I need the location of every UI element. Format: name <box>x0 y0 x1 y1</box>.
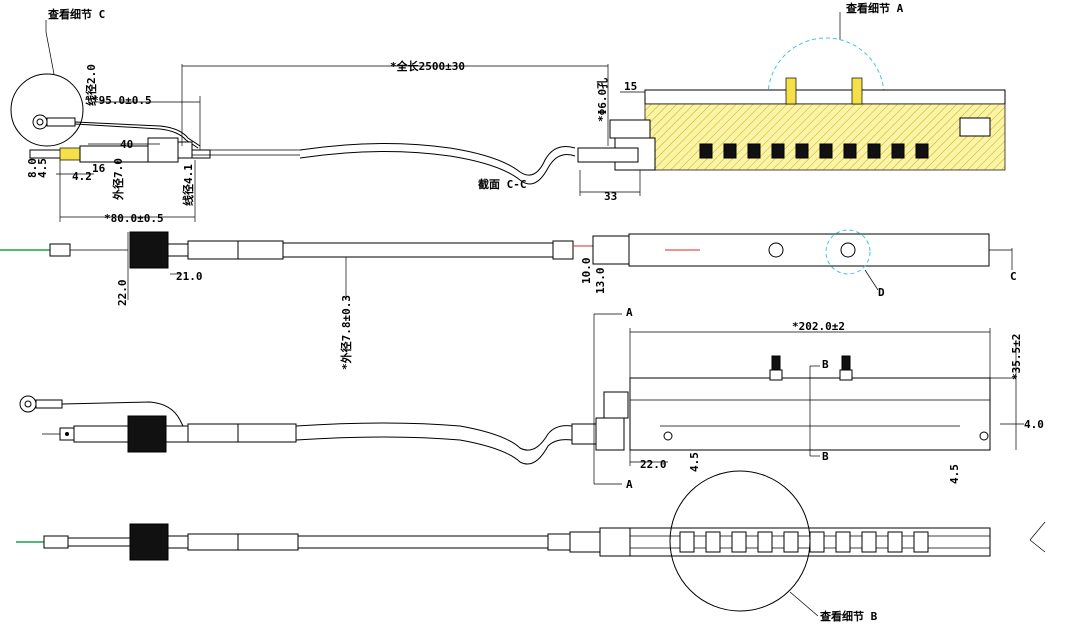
cable-top-view: *全长2500±30 截面 C-C <box>181 59 609 191</box>
callout-b-bottom: B <box>822 450 829 463</box>
knob-row2 <box>129 231 169 269</box>
detail-c-view: 查看细节 C 线径2.0 *95.0±0.5 40 8.0 4.5 16 4.2… <box>10 7 300 225</box>
dim-10: 10.0 <box>580 258 593 285</box>
dim-22: 22.0 <box>116 280 129 307</box>
dim-outer-dia-7: 外径7.0 <box>111 158 125 201</box>
dim-40: 40 <box>120 138 133 151</box>
callout-a-bottom: A <box>626 478 633 491</box>
dim-21: 21.0 <box>176 270 203 283</box>
dim-95: *95.0±0.5 <box>92 94 152 107</box>
dim-total-length: *全长2500±30 <box>390 59 465 73</box>
coil-elements <box>699 143 929 159</box>
detail-b-circle <box>669 470 811 612</box>
dim-wire-dia-2: 线径2.0 <box>84 64 98 106</box>
pin-tip <box>59 147 81 161</box>
detail-a-label: 查看细节 A <box>846 1 904 15</box>
callout-c: C <box>1010 270 1017 283</box>
housing-section <box>644 103 1006 171</box>
knob-row4 <box>129 523 169 561</box>
coil-elements-row4 <box>679 531 929 553</box>
stud-2 <box>851 77 863 105</box>
dim-4-0: 4.0 <box>1024 418 1044 431</box>
callout-d: D <box>878 286 885 299</box>
dim-33: 33 <box>604 190 617 203</box>
detail-c-label: 查看细节 C <box>48 7 105 21</box>
side-view-row3: A A *202.0±2 *35.5±2 4.0 B B 22.0 4.5 4.… <box>19 306 1044 491</box>
detail-c-circle <box>10 73 84 147</box>
dim-4-5c: 4.5 <box>948 464 961 484</box>
dim-outer-dia-7-8: *外径7.8±0.3 <box>339 295 353 370</box>
dim-4-5b: 4.5 <box>688 452 701 472</box>
dim-hole-6: *Φ6.0孔 <box>596 78 609 122</box>
dim-4-2: 4.2 <box>72 170 92 183</box>
detail-b-label: 查看细节 B <box>820 609 878 623</box>
dim-wire-dia-4-1: 线径4.1 <box>181 164 195 206</box>
side-view-row2: D C 22.0 21.0 *外径7.8±0.3 10.0 13.0 <box>0 229 1017 370</box>
detail-d-circle <box>825 229 871 275</box>
dim-22b: 22.0 <box>640 458 667 471</box>
dim-35-5: *35.5±2 <box>1010 334 1023 380</box>
dim-202: *202.0±2 <box>792 320 845 333</box>
dim-4-5a: 4.5 <box>36 158 49 178</box>
section-cc-label: 截面 C-C <box>478 177 527 191</box>
dim-80: *80.0±0.5 <box>104 212 164 225</box>
ring-terminal <box>32 114 48 130</box>
knob-row3 <box>127 415 167 453</box>
dim-15: 15 <box>624 80 637 93</box>
callout-b-top: B <box>822 358 829 371</box>
dim-13: 13.0 <box>594 268 607 295</box>
dim-8: 8.0 <box>26 158 39 178</box>
dim-16: 16 <box>92 162 106 175</box>
stud-1 <box>785 77 797 105</box>
callout-a-top: A <box>626 306 633 319</box>
side-view-row4: 查看细节 B <box>16 470 1046 623</box>
section-view-a: 查看细节 A *Φ6.0孔 15 33 <box>577 1 1006 203</box>
